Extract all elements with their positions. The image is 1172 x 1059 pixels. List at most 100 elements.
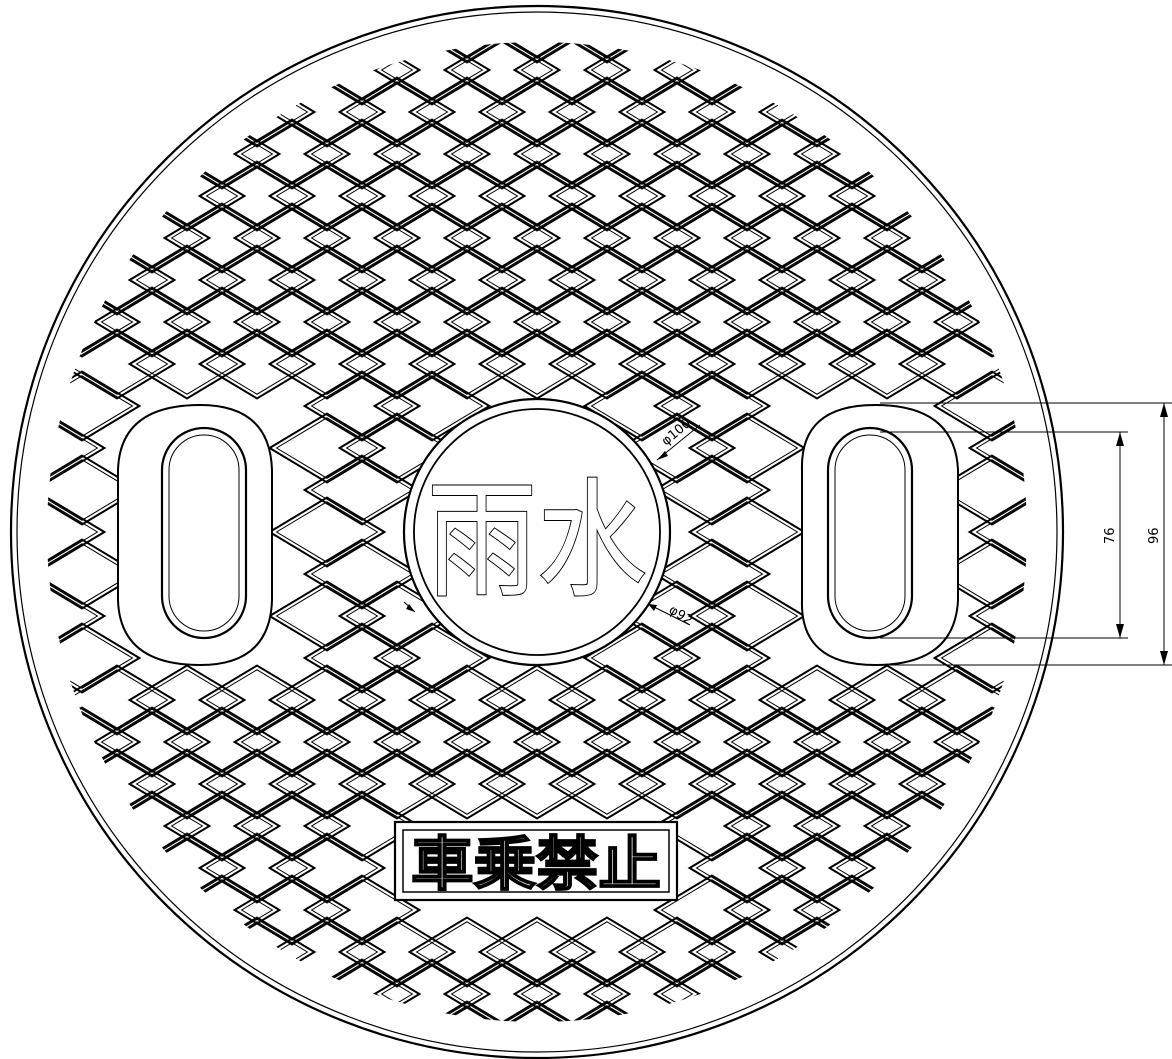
dim-96-label: 96: [1147, 527, 1162, 544]
grate-opening: [652, 958, 772, 1022]
grate-opening: [827, 244, 947, 316]
grate-opening-inner: [485, 921, 589, 983]
grate-opening: [47, 412, 107, 484]
grate-opening: [337, 916, 457, 988]
grate-opening: [477, 160, 597, 232]
grate-opening: [372, 42, 492, 106]
grate-opening: [197, 328, 317, 400]
grate-opening: [652, 286, 772, 358]
grate-opening: [197, 244, 317, 316]
grate-opening-inner: [415, 42, 519, 59]
grate-opening: [407, 328, 527, 400]
grate-opening: [897, 664, 1017, 736]
grate-opening-inner: [695, 585, 799, 647]
grate-opening-inner: [765, 249, 869, 311]
grate-opening: [722, 118, 842, 190]
dim-76-label: 76: [1103, 527, 1118, 544]
grate-opening: [407, 916, 527, 988]
grate-opening: [792, 874, 912, 946]
grate-opening-inner: [765, 165, 869, 227]
dimension-handle-heights: 76 96: [880, 402, 1172, 666]
grate-opening-inner: [170, 795, 274, 857]
grate-opening: [267, 580, 387, 652]
grate-opening-inner: [135, 669, 239, 731]
grate-opening: [232, 118, 352, 190]
grate-opening-inner: [170, 879, 274, 941]
grate-opening: [617, 664, 737, 736]
grate-opening-inner: [135, 333, 239, 395]
grate-opening: [57, 328, 177, 400]
grate-opening: [792, 790, 912, 862]
grate-opening: [862, 286, 982, 358]
grate-opening-inner: [380, 123, 484, 185]
grate-opening: [652, 42, 772, 106]
grate-opening: [477, 244, 597, 316]
grate-opening-inner: [730, 795, 834, 857]
grate-opening-inner: [730, 291, 834, 353]
grate-opening: [57, 664, 177, 736]
grate-opening-inner: [765, 837, 869, 899]
grate-opening: [127, 160, 247, 232]
grate-opening: [652, 538, 772, 610]
grate-opening: [302, 454, 422, 526]
grate-opening: [267, 160, 387, 232]
grate-opening-inner: [310, 123, 414, 185]
grate-opening: [687, 244, 807, 316]
grate-opening: [47, 496, 107, 568]
grate-opening-inner: [555, 753, 659, 815]
grate-opening-inner: [660, 627, 764, 689]
grate-opening: [477, 664, 597, 736]
grate-opening: [302, 42, 422, 106]
grate-opening: [302, 370, 422, 442]
grate-opening-inner: [625, 165, 729, 227]
grate-opening-inner: [415, 333, 519, 395]
grate-opening: [302, 790, 422, 862]
grate-opening-inner: [380, 291, 484, 353]
grate-opening: [197, 664, 317, 736]
grate-opening: [92, 202, 212, 274]
grate-opening-inner: [695, 921, 799, 983]
grate-opening: [267, 748, 387, 820]
grate-opening-inner: [695, 417, 799, 479]
grate-opening: [372, 958, 492, 1022]
grate-opening: [512, 202, 632, 274]
grate-opening-inner: [275, 921, 379, 983]
grate-opening-inner: [205, 753, 309, 815]
grate-opening-inner: [520, 207, 624, 269]
grate-opening: [722, 202, 842, 274]
grate-opening-inner: [450, 42, 554, 101]
grate-opening: [967, 496, 1027, 568]
grate-opening-inner: [170, 123, 274, 185]
grate-opening: [57, 244, 177, 316]
grate-opening: [127, 832, 247, 904]
grate-opening: [442, 706, 562, 778]
grate-opening-inner: [205, 249, 309, 311]
grate-opening-inner: [555, 81, 659, 143]
grate-opening-inner: [555, 42, 659, 59]
grate-opening: [687, 76, 807, 148]
grate-opening-inner: [380, 963, 484, 1022]
grate-opening: [547, 1000, 667, 1022]
grate-opening: [897, 244, 1017, 316]
grate-opening-inner: [205, 165, 309, 227]
grate-opening: [197, 748, 317, 820]
grate-opening: [792, 202, 912, 274]
grate-opening: [512, 706, 632, 778]
grate-opening: [47, 706, 142, 778]
grate-opening-inner: [625, 249, 729, 311]
grate-opening: [932, 370, 1027, 442]
grate-opening-inner: [660, 543, 764, 605]
grate-opening-inner: [975, 417, 1027, 479]
grate-opening: [47, 370, 142, 442]
grate-opening-inner: [100, 291, 204, 353]
grate-opening-inner: [275, 417, 379, 479]
grate-opening-inner: [870, 711, 974, 773]
grate-opening: [967, 412, 1027, 484]
grate-opening: [407, 76, 527, 148]
grate-opening: [547, 76, 667, 148]
grate-opening-inner: [170, 207, 274, 269]
grate-opening: [512, 42, 632, 106]
grate-opening-inner: [625, 921, 729, 983]
grate-opening-inner: [800, 879, 904, 941]
grate-opening: [162, 790, 282, 862]
